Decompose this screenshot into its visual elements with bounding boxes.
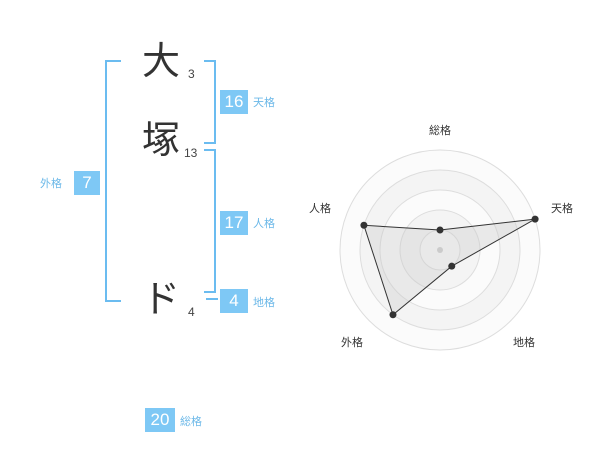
radar-point-4 bbox=[360, 221, 368, 229]
radar-point-2 bbox=[448, 262, 456, 270]
chikaku-connector bbox=[206, 298, 218, 300]
radar-axis-label-3: 外格 bbox=[341, 335, 363, 349]
gaikaku-label: 外格 bbox=[40, 177, 62, 190]
radar-point-0 bbox=[436, 226, 444, 234]
tenkaku-label: 天格 bbox=[253, 96, 275, 109]
radar-axis-label-4: 人格 bbox=[309, 201, 331, 215]
radar-axis-label-2: 地格 bbox=[513, 335, 535, 349]
tenkaku-value: 16 bbox=[220, 90, 248, 114]
gaikaku-bracket bbox=[105, 60, 121, 302]
name-char-1: 大 bbox=[142, 39, 181, 83]
stroke-count-1: 3 bbox=[188, 67, 195, 81]
jinkaku-label: 人格 bbox=[253, 217, 275, 230]
tenkaku-bracket bbox=[204, 60, 216, 144]
chikaku-label: 地格 bbox=[253, 296, 275, 309]
gaikaku-value: 7 bbox=[74, 171, 100, 195]
stroke-count-3: 4 bbox=[188, 305, 195, 319]
stroke-count-2: 13 bbox=[184, 146, 198, 160]
radar-point-3 bbox=[389, 311, 397, 319]
jinkaku-value: 17 bbox=[220, 211, 248, 235]
jinkaku-bracket bbox=[204, 149, 216, 293]
radar-axis-label-0: 総格 bbox=[429, 123, 451, 137]
radar-axis-label-1: 天格 bbox=[551, 201, 573, 215]
name-char-2: 塚 bbox=[142, 118, 181, 162]
name-char-3: ド bbox=[142, 277, 181, 321]
radar-center bbox=[437, 247, 443, 253]
soukaku-label: 総格 bbox=[180, 415, 202, 428]
radar-point-1 bbox=[531, 215, 539, 223]
soukaku-value: 20 bbox=[145, 408, 175, 432]
chikaku-value: 4 bbox=[220, 289, 248, 313]
